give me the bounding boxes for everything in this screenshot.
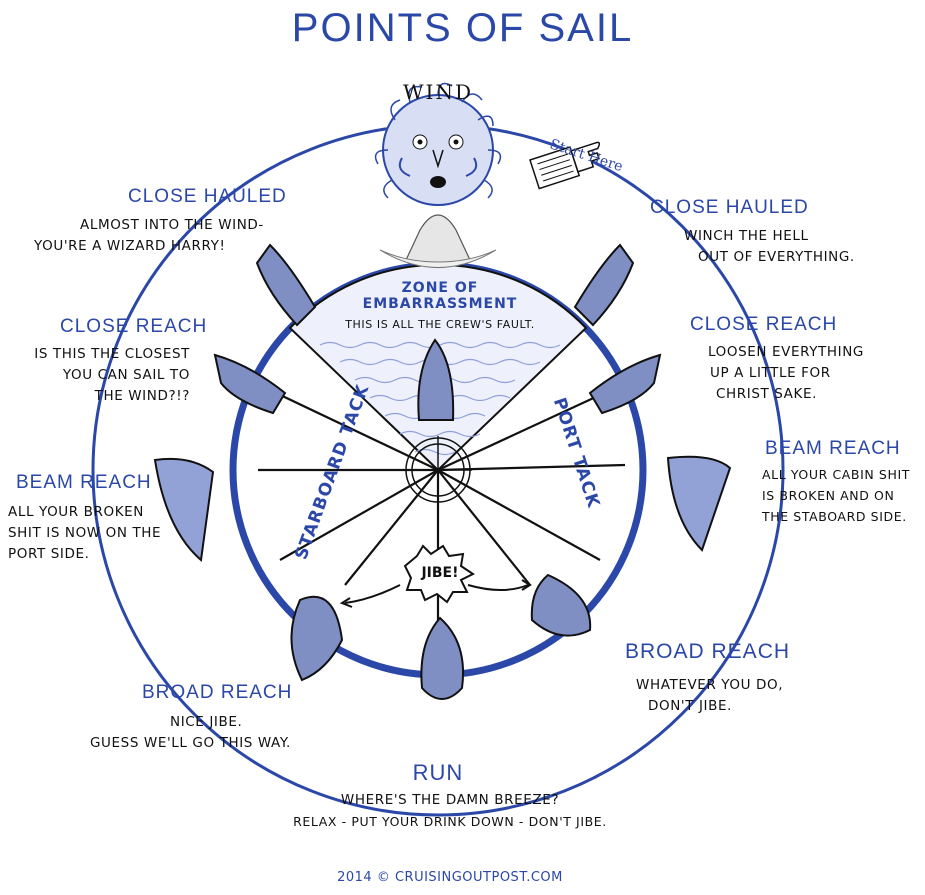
left-beam-reach-line2: SHIT IS NOW ON THE (8, 523, 178, 544)
boat-close-reach-right (590, 355, 660, 413)
right-beam-reach-line2: IS BROKEN AND ON (762, 485, 922, 506)
left-close-hauled-heading: CLOSE HAULED (128, 186, 287, 208)
left-close-reach-line2: YOU CAN SAIL TO (10, 365, 190, 386)
page-title: POINTS OF SAIL (0, 6, 925, 51)
boat-close-hauled-right (575, 245, 633, 325)
right-beam-reach-line1: ALL YOUR CABIN SHIT (762, 464, 922, 485)
right-beam-reach-heading: BEAM REACH (765, 438, 901, 460)
run-text: WHERE'S THE DAMN BREEZE? RELAX - PUT YOU… (240, 790, 660, 832)
left-close-reach-heading: CLOSE REACH (60, 316, 207, 338)
left-close-hauled-text: ALMOST INTO THE WIND- YOU'RE A WIZARD HA… (34, 215, 284, 257)
left-broad-reach-line2: GUESS WE'LL GO THIS WAY. (90, 733, 350, 754)
left-close-reach-line3: THE WIND?!? (10, 386, 190, 407)
left-beam-reach-line1: ALL YOUR BROKEN (8, 502, 178, 523)
right-close-hauled-line1: WINCH THE HELL (684, 226, 914, 247)
right-broad-reach-text: WHATEVER YOU DO, DON'T JIBE. (636, 675, 836, 717)
boat-close-hauled-left (257, 245, 315, 325)
credit: 2014 © CRUISINGOUTPOST.COM (300, 870, 600, 885)
left-close-reach-line1: IS THIS THE CLOSEST (10, 344, 190, 365)
zone-subtitle: THIS IS ALL THE CREW'S FAULT. (330, 318, 550, 331)
jibe-arrow-right (468, 585, 528, 590)
right-broad-reach-line2: DON'T JIBE. (636, 696, 836, 717)
left-beam-reach-heading: BEAM REACH (16, 472, 152, 494)
boat-broad-right (532, 575, 590, 636)
run-line1: WHERE'S THE DAMN BREEZE? (240, 790, 660, 811)
left-close-hauled-line1: ALMOST INTO THE WIND- (34, 215, 284, 236)
wind-face-icon (376, 84, 501, 268)
left-close-reach-text: IS THIS THE CLOSEST YOU CAN SAIL TO THE … (10, 344, 190, 407)
boat-close-reach-left (215, 355, 285, 413)
zone-title: ZONE OF EMBARRASSMENT (340, 280, 540, 312)
run-line2: RELAX - PUT YOUR DRINK DOWN - DON'T JIBE… (240, 811, 660, 832)
right-close-reach-line3: CHRIST SAKE. (708, 384, 908, 405)
right-close-reach-text: LOOSEN EVERYTHING UP A LITTLE FOR CHRIST… (708, 342, 908, 405)
right-close-reach-heading: CLOSE REACH (690, 314, 837, 336)
boat-run (421, 618, 463, 699)
left-broad-reach-heading: BROAD REACH (142, 682, 292, 704)
wind-label: WIND (388, 80, 488, 104)
left-beam-reach-line3: PORT SIDE. (8, 544, 178, 565)
right-close-reach-line1: LOOSEN EVERYTHING (708, 342, 908, 363)
run-heading: RUN (388, 760, 488, 786)
right-close-hauled-line2: OUT OF EVERYTHING. (684, 247, 914, 268)
boat-jibe-left (291, 597, 342, 680)
right-broad-reach-heading: BROAD REACH (625, 640, 790, 664)
zone-title-line2: EMBARRASSMENT (340, 296, 540, 312)
left-broad-reach-line1: NICE JIBE. (90, 712, 350, 733)
right-beam-reach-line3: THE STABOARD SIDE. (762, 506, 922, 527)
sail-beam-right (668, 457, 730, 550)
right-close-reach-line2: UP A LITTLE FOR (708, 363, 908, 384)
right-close-hauled-heading: CLOSE HAULED (650, 197, 809, 219)
jibe-label: JIBE! (405, 565, 475, 581)
zone-title-line1: ZONE OF (340, 280, 540, 296)
left-broad-reach-text: NICE JIBE. GUESS WE'LL GO THIS WAY. (90, 712, 350, 754)
jibe-arrow-left (345, 585, 400, 603)
right-close-hauled-text: WINCH THE HELL OUT OF EVERYTHING. (684, 226, 914, 268)
right-beam-reach-text: ALL YOUR CABIN SHIT IS BROKEN AND ON THE… (762, 464, 922, 527)
right-broad-reach-line1: WHATEVER YOU DO, (636, 675, 836, 696)
left-close-hauled-line2: YOU'RE A WIZARD HARRY! (34, 236, 284, 257)
left-beam-reach-text: ALL YOUR BROKEN SHIT IS NOW ON THE PORT … (8, 502, 178, 565)
